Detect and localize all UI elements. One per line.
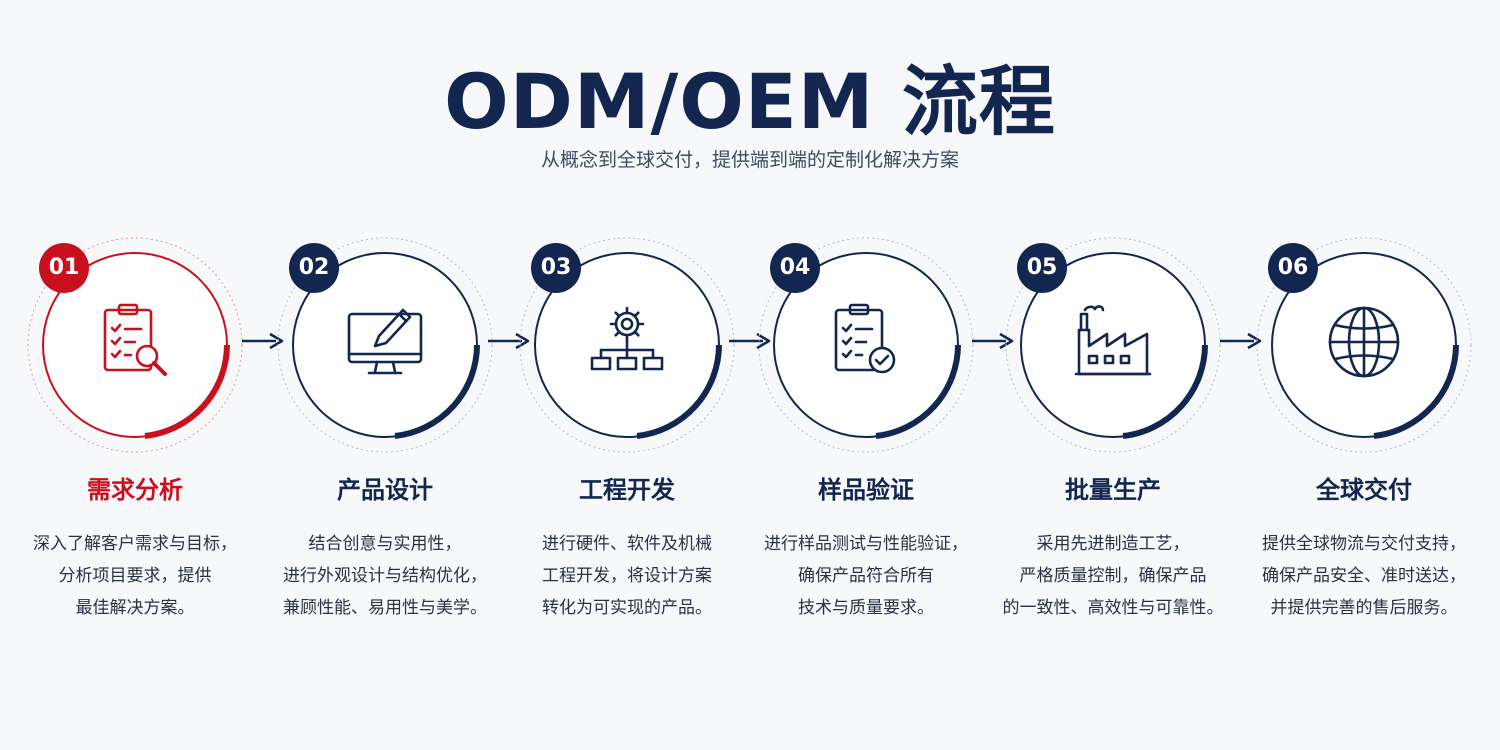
description-line: 深入了解客户需求与目标， xyxy=(33,534,237,554)
step-description: 深入了解客户需求与目标， 分析项目要求，提供 最佳解决方案。 xyxy=(15,528,255,624)
description-line: 的一致性、高效性与可靠性。 xyxy=(1002,598,1224,618)
step-number-badge: 06 xyxy=(1268,243,1318,293)
description-line: 确保产品符合所有 xyxy=(798,566,934,586)
description-line: 工程开发，将设计方案 xyxy=(542,566,712,586)
step-number-badge: 02 xyxy=(289,243,339,293)
step-description: 提供全球物流与交付支持， 确保产品安全、准时送达， 并提供完善的售后服务。 xyxy=(1244,528,1484,624)
description-line: 最佳解决方案。 xyxy=(75,598,195,618)
page-subtitle: 从概念到全球交付，提供端到端的定制化解决方案 xyxy=(540,149,959,171)
step-title: 样品验证 xyxy=(818,476,914,504)
factory-icon xyxy=(1074,305,1152,376)
step-ring xyxy=(1005,237,1221,453)
step-description: 进行硬件、软件及机械 工程开发，将设计方案 转化为可实现的产品。 xyxy=(507,528,747,624)
gear-hierarchy-icon xyxy=(590,306,664,371)
step-number-badge: 03 xyxy=(531,243,581,293)
step-number-badge: 04 xyxy=(770,243,820,293)
step-title: 全球交付 xyxy=(1316,476,1412,504)
description-line: 进行样品测试与性能验证， xyxy=(764,534,968,554)
step-number-badge: 01 xyxy=(39,243,89,293)
step-title: 产品设计 xyxy=(337,476,433,504)
description-line: 进行外观设计与结构优化， xyxy=(283,566,487,586)
description-line: 确保产品安全、准时送达， xyxy=(1262,566,1466,586)
step-description: 结合创意与实用性， 进行外观设计与结构优化， 兼顾性能、易用性与美学。 xyxy=(265,528,505,624)
monitor-pencil-icon xyxy=(347,308,423,375)
step-description: 进行样品测试与性能验证， 确保产品符合所有 技术与质量要求。 xyxy=(746,528,986,624)
step-4: 04 样品验证 进行样品测试与性能验证， 确保产品符合所有 技术与质量要求。 xyxy=(746,230,986,650)
step-ring xyxy=(27,237,243,453)
description-line: 严格质量控制，确保产品 xyxy=(1019,566,1207,586)
step-title: 批量生产 xyxy=(1065,476,1161,504)
description-line: 采用先进制造工艺， xyxy=(1036,534,1190,554)
globe-icon xyxy=(1328,306,1400,378)
description-line: 分析项目要求，提供 xyxy=(58,566,212,586)
arrow-right-icon xyxy=(1220,332,1262,350)
step-3: 03 工程开发 进行硬件、软件及机械 工程开发，将设计方案 转化为可实现的产品。 xyxy=(507,230,747,650)
step-5: 05 批量生产 采用先进制造工艺， 严格质量控制，确保产品 的一致性、高效性与可… xyxy=(993,230,1233,650)
description-line: 提供全球物流与交付支持， xyxy=(1262,534,1466,554)
description-line: 进行硬件、软件及机械 xyxy=(542,534,712,554)
page-title: ODM/OEM 流程 xyxy=(444,57,1056,146)
step-title: 需求分析 xyxy=(87,476,183,504)
step-1: 01 需求分析 深入了解客户需求与目标， 分析项目要求，提供 最佳解决方案。 xyxy=(15,230,255,650)
step-ring xyxy=(758,237,974,453)
clipboard-search-icon xyxy=(103,303,167,376)
step-description: 采用先进制造工艺， 严格质量控制，确保产品 的一致性、高效性与可靠性。 xyxy=(993,528,1233,624)
description-line: 兼顾性能、易用性与美学。 xyxy=(283,598,487,618)
step-number-badge: 05 xyxy=(1017,243,1067,293)
description-line: 并提供完善的售后服务。 xyxy=(1270,598,1458,618)
arrow-right-icon xyxy=(242,332,284,350)
step-title: 工程开发 xyxy=(579,476,675,504)
arrow-right-icon xyxy=(729,332,771,350)
description-line: 结合创意与实用性， xyxy=(308,534,462,554)
step-ring xyxy=(277,237,493,453)
step-2: 02 产品设计 结合创意与实用性， 进行外观设计与结构优化， 兼顾性能、易用性与… xyxy=(265,230,505,650)
arrow-right-icon xyxy=(972,332,1014,350)
description-line: 转化为可实现的产品。 xyxy=(542,598,712,618)
clipboard-check-icon xyxy=(834,303,896,374)
description-line: 技术与质量要求。 xyxy=(798,598,934,618)
step-6: 06 全球交付 提供全球物流与交付支持， 确保产品安全、准时送达， 并提供完善的… xyxy=(1244,230,1484,650)
